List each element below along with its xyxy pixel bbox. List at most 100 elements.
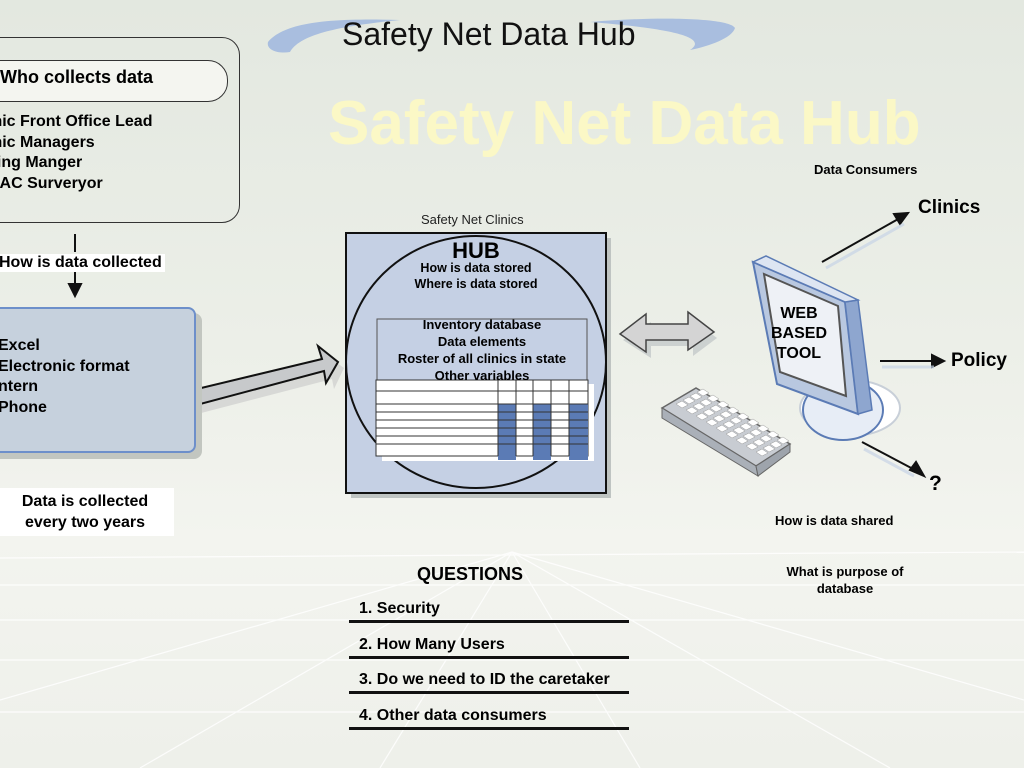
method-item: Phone	[0, 398, 47, 416]
purpose-label: What is purpose of database	[770, 563, 920, 597]
keyboard-key	[725, 430, 739, 439]
web-tool-label: WEB BASED TOOL	[766, 304, 832, 364]
keyboard-key	[689, 392, 703, 401]
keyboard-key	[696, 388, 710, 397]
floor-grid	[0, 551, 1024, 768]
hub-label: HUB	[452, 238, 500, 263]
table-cell	[498, 444, 516, 452]
hub-content-item: Roster of all clinics in state	[397, 351, 567, 366]
who-collects-heading: Who collects data	[0, 67, 154, 87]
web-tool-line: TOOL	[776, 345, 822, 362]
question-item: 4. Other data consumers	[349, 707, 629, 730]
table-cell	[569, 428, 588, 436]
keyboard-keys	[675, 388, 790, 457]
question-item: 1. Security	[349, 600, 629, 623]
table-cell	[498, 404, 516, 412]
method-item: Electronic format	[0, 357, 130, 375]
keyboard-key	[759, 434, 773, 443]
questions-heading: QUESTIONS	[417, 564, 524, 584]
keyboard-key	[745, 442, 759, 451]
keyboard-key	[719, 410, 733, 419]
table-cell	[533, 420, 551, 428]
keyboard-key	[739, 422, 753, 431]
keyboard-key	[715, 424, 729, 433]
double-arrow	[618, 310, 717, 358]
keyboard-key	[712, 414, 726, 423]
keyboard-key	[746, 418, 760, 427]
who-item: NAC Surveryor	[0, 174, 103, 192]
keyboard-key	[776, 436, 790, 445]
title-watermark: Safety Net Data Hub	[328, 89, 921, 158]
keyboard-key	[702, 408, 716, 417]
question-item: 2. How Many Users	[349, 636, 629, 659]
question-item: 3. Do we need to ID the caretaker	[349, 671, 629, 694]
table-cell	[533, 452, 551, 460]
keyboard-key	[735, 436, 749, 445]
keyboard-key	[706, 394, 720, 403]
title-swoosh-right	[590, 18, 735, 50]
who-item: inic Front Office Lead	[0, 113, 153, 130]
keyboard-key	[695, 412, 709, 421]
table-cell	[533, 412, 551, 420]
collection-frequency-box: Data is collected every two years	[0, 488, 174, 536]
purpose-line: What is purpose of	[786, 564, 904, 579]
table-cell	[569, 420, 588, 428]
table-cell	[569, 452, 588, 460]
keyboard-key	[709, 404, 723, 413]
method-item: Excel	[0, 337, 40, 354]
keyboard-key	[682, 396, 696, 405]
consumer-clinics: Clinics	[918, 197, 981, 218]
computer-icon	[751, 255, 901, 441]
how-shared-label: How is data shared	[775, 513, 894, 528]
hub-question: Where is data stored	[414, 277, 538, 291]
keyboard-key	[705, 418, 719, 427]
collection-methods-box	[0, 307, 196, 453]
purpose-line: database	[816, 581, 874, 596]
hub-table	[375, 379, 594, 461]
hub-content-item: Other variables	[434, 368, 530, 383]
table-cell	[498, 452, 516, 460]
keyboard-key	[749, 428, 763, 437]
input-arrow	[170, 343, 344, 418]
table-cell	[533, 428, 551, 436]
table-cell	[533, 444, 551, 452]
who-item: lling Manger	[0, 154, 83, 171]
frequency-line: Data is collected	[21, 493, 149, 510]
hub-contents: Inventory database Data elements Roster …	[380, 316, 584, 384]
consumer-policy: Policy	[951, 350, 1007, 371]
table-cell	[569, 436, 588, 444]
consumer-arrows	[821, 211, 947, 479]
title-swoosh-left	[267, 19, 400, 53]
web-tool-line: BASED	[770, 325, 827, 342]
consumer-unknown: ?	[929, 472, 942, 495]
hub-content-item: Data elements	[437, 334, 527, 349]
consumer-arrow-shadows	[825, 222, 934, 478]
who-item: inic Managers	[0, 133, 95, 151]
method-item: ntern	[0, 378, 38, 395]
data-consumers-label: Data Consumers	[814, 162, 918, 177]
table-cell	[569, 404, 588, 412]
table-cell	[498, 420, 516, 428]
keyboard-key	[762, 444, 776, 453]
keyboard-key	[692, 402, 706, 411]
table-cell	[569, 444, 588, 452]
keyboard-key	[685, 406, 699, 415]
table-cell	[533, 436, 551, 444]
keyboard-key	[769, 440, 783, 449]
hub-content-item: Inventory database	[422, 317, 542, 332]
keyboard-key	[716, 400, 730, 409]
table-cell	[498, 428, 516, 436]
keyboard-key	[756, 424, 770, 433]
who-collects-box	[0, 37, 240, 223]
how-collected-label: How is data collected	[0, 254, 165, 272]
page-title: Safety Net Data Hub	[342, 16, 636, 52]
keyboard-key	[726, 406, 740, 415]
keyboard-key	[732, 426, 746, 435]
keyboard-key	[766, 430, 780, 439]
keyboard-key	[755, 448, 769, 457]
keyboard-key	[742, 432, 756, 441]
web-tool-line: WEB	[780, 305, 818, 322]
keyboard-key	[722, 420, 736, 429]
table-columns	[498, 404, 588, 460]
